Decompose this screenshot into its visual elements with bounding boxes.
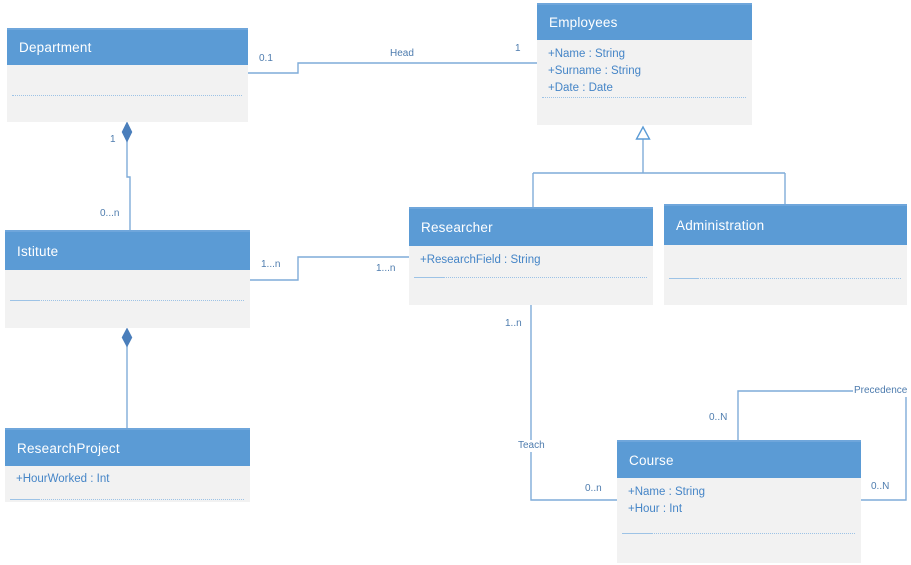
multiplicity-label-department-istitute-target: 0...n — [100, 208, 120, 219]
class-name: Researcher — [421, 220, 493, 235]
class-name: Employees — [549, 15, 618, 30]
class-header: Researcher — [409, 207, 653, 246]
association-head-connector[interactable] — [248, 62, 537, 74]
attributes-operations-divider — [10, 300, 244, 301]
association-name-teach: Teach — [517, 440, 546, 452]
association-name-head: Head — [390, 48, 414, 59]
association-name-precedence: Precedence — [853, 385, 909, 397]
class-body: +Name : String +Surname : String +Date :… — [537, 40, 752, 125]
class-body: +Name : String +Hour : Int — [617, 478, 861, 563]
attributes-operations-divider — [622, 533, 855, 534]
attributes-operations-divider — [414, 277, 647, 278]
class-attribute: +Name : String — [548, 48, 626, 60]
class-attribute: +ResearchField : String — [420, 254, 541, 266]
class-header: Employees — [537, 3, 752, 40]
class-name: Istitute — [17, 243, 59, 259]
attributes-operations-divider — [10, 499, 244, 500]
multiplicity-label-teach-source: 1..n — [505, 318, 522, 329]
class-course[interactable]: Course +Name : String +Hour : Int — [617, 440, 861, 563]
class-body: +ResearchField : String — [409, 246, 653, 305]
class-attribute: +Date : Date — [548, 82, 613, 94]
attributes-operations-divider — [12, 95, 242, 96]
multiplicity-label-head-source: 0.1 — [259, 53, 273, 64]
class-employees[interactable]: Employees +Name : String +Surname : Stri… — [537, 3, 752, 125]
multiplicity-label-precedence-source: 0..N — [709, 412, 728, 423]
attributes-operations-divider — [542, 97, 746, 98]
composition-istitute-researchproject-connector[interactable] — [121, 327, 133, 428]
class-attribute: +Surname : String — [548, 65, 642, 77]
class-header: ResearchProject — [5, 428, 250, 466]
generalization-triangle-icon — [635, 125, 651, 140]
multiplicity-label-department-istitute-source: 1 — [110, 134, 116, 145]
class-header: Administration — [664, 204, 907, 245]
class-attribute: +HourWorked : Int — [16, 473, 110, 485]
class-header: Istitute — [5, 230, 250, 270]
class-name: Course — [629, 452, 674, 468]
multiplicity-label-head-target: 1 — [515, 43, 521, 54]
generalization-employees-connector[interactable] — [532, 125, 786, 207]
composition-department-istitute-connector[interactable] — [121, 121, 133, 230]
class-administration[interactable]: Administration — [664, 204, 907, 305]
multiplicity-label-istitute-researcher-source: 1...n — [261, 259, 281, 270]
class-researcher[interactable]: Researcher +ResearchField : String — [409, 207, 653, 305]
class-body — [5, 270, 250, 328]
composition-diamond-icon — [121, 121, 133, 143]
class-body: +HourWorked : Int — [5, 466, 250, 502]
attributes-operations-divider — [669, 278, 901, 279]
class-name: ResearchProject — [17, 440, 120, 456]
class-researchproject[interactable]: ResearchProject +HourWorked : Int — [5, 428, 250, 502]
composition-diamond-icon — [121, 327, 133, 348]
class-attribute: +Hour : Int — [628, 503, 683, 515]
class-istitute[interactable]: Istitute — [5, 230, 250, 328]
multiplicity-label-istitute-researcher-target: 1...n — [376, 263, 396, 274]
class-header: Course — [617, 440, 861, 478]
class-body — [664, 245, 907, 305]
class-department[interactable]: Department — [7, 28, 248, 122]
class-header: Department — [7, 28, 248, 65]
multiplicity-label-precedence-target: 0..N — [871, 481, 890, 492]
multiplicity-label-teach-target: 0..n — [585, 483, 602, 494]
class-attribute: +Name : String — [628, 486, 706, 498]
association-teach-connector[interactable] — [530, 305, 617, 501]
class-name: Department — [19, 40, 92, 55]
association-istitute-researcher-connector[interactable] — [250, 256, 409, 281]
class-name: Administration — [676, 218, 765, 233]
class-body — [7, 65, 248, 122]
